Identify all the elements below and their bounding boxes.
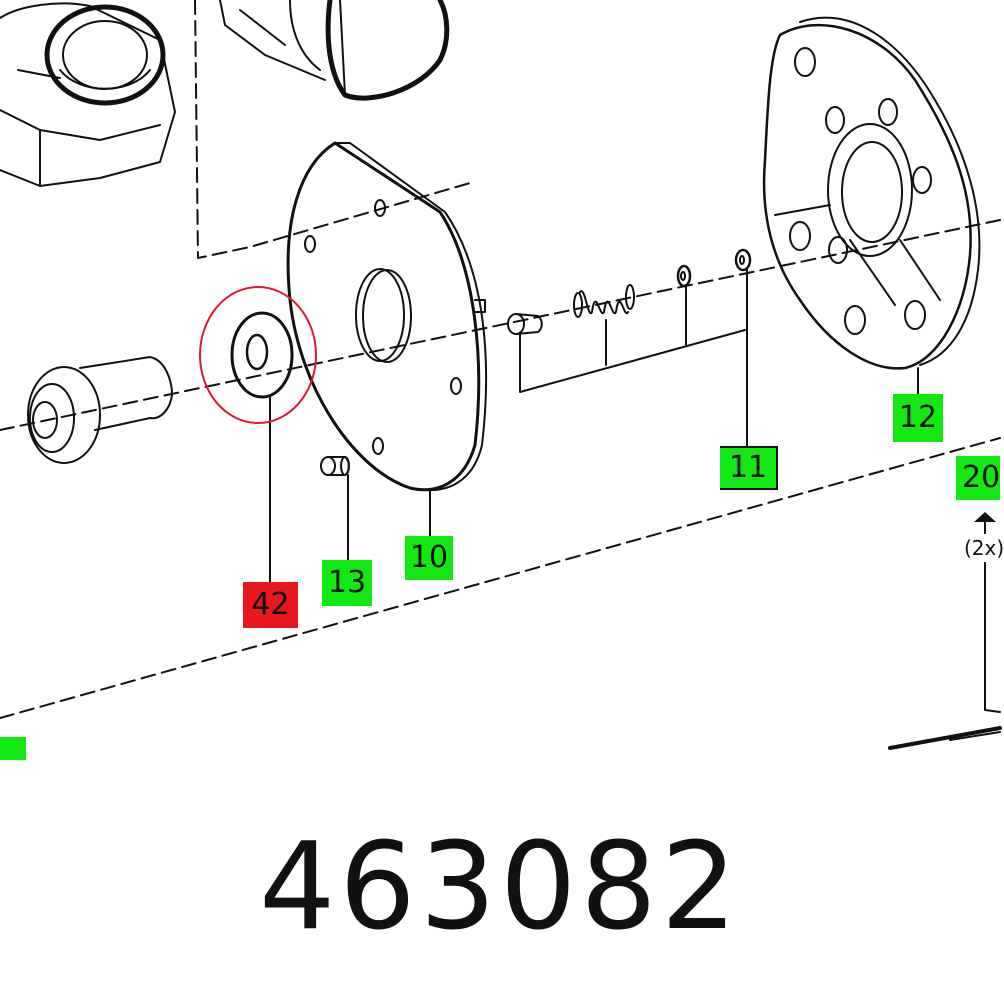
callout-20-label: 20 bbox=[962, 460, 1001, 495]
highlight-circle bbox=[199, 286, 317, 424]
dashed-guide-lines bbox=[0, 0, 1001, 719]
callout-20: 20 bbox=[956, 456, 1000, 500]
callout-10: 10 bbox=[405, 536, 453, 580]
callout-42: 42 bbox=[243, 582, 298, 628]
base-plate-part-10 bbox=[286, 141, 488, 492]
quantity-note-text: (2x) bbox=[964, 536, 1004, 560]
callout-42-label: 42 bbox=[251, 587, 290, 622]
bushing-part-left bbox=[27, 356, 173, 464]
pin-part bbox=[507, 313, 543, 335]
grouping-bracket bbox=[519, 285, 746, 393]
leader-lines bbox=[269, 269, 1001, 713]
nut-part bbox=[676, 264, 692, 288]
callout-13-label: 13 bbox=[327, 565, 367, 600]
arrowhead bbox=[974, 512, 996, 522]
callout-10-label: 10 bbox=[409, 540, 449, 575]
callout-13: 13 bbox=[322, 560, 372, 606]
part-number: 463082 bbox=[258, 818, 742, 957]
callout-11-label: 11 bbox=[728, 450, 768, 485]
exploded-parts-diagram bbox=[0, 0, 1002, 750]
housing-part-topleft bbox=[0, 2, 176, 187]
callout-partial-left bbox=[0, 737, 26, 760]
small-washer-part bbox=[734, 248, 752, 272]
callout-12-label: 12 bbox=[898, 400, 938, 435]
rail-part-bottom-right bbox=[888, 726, 1002, 750]
spring-part bbox=[573, 284, 635, 318]
screw-part-13 bbox=[320, 456, 350, 476]
washer-part-42 bbox=[230, 311, 294, 399]
tube-part-top bbox=[219, 0, 450, 101]
flange-part-12 bbox=[762, 16, 981, 370]
callout-12: 12 bbox=[893, 394, 943, 442]
quantity-note: (2x) bbox=[964, 534, 1004, 562]
callout-11: 11 bbox=[720, 446, 778, 490]
